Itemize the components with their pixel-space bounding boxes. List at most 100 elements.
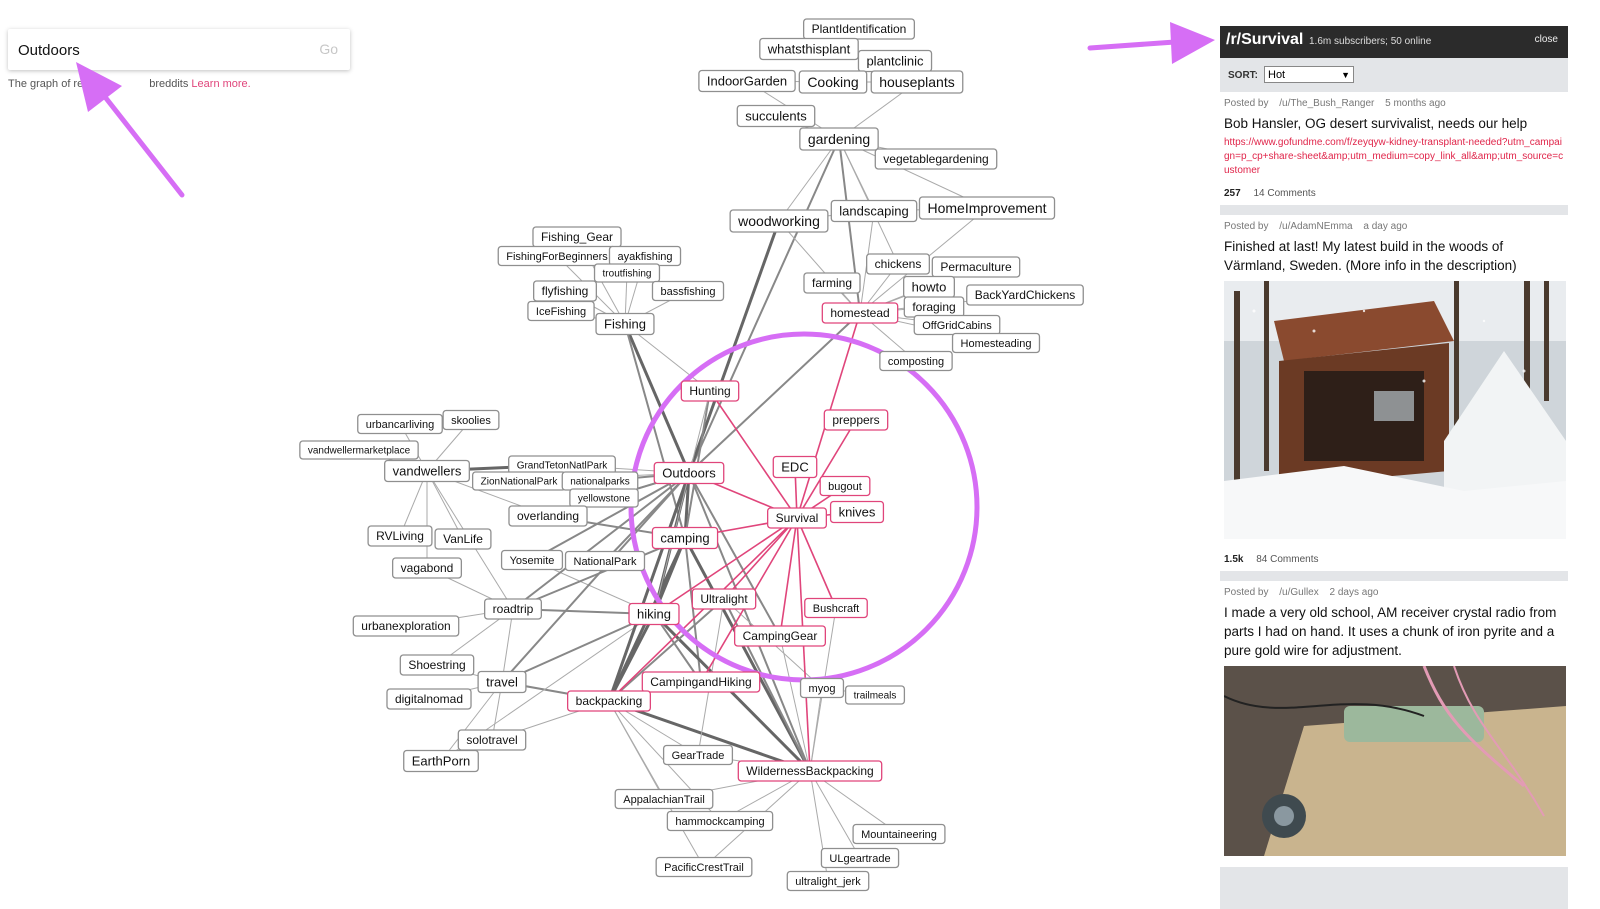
graph-node-box [500,549,564,571]
graph-node-vandwellers[interactable]: vandwellers [384,459,470,483]
graph-node-hammockcamping[interactable]: hammockcamping [666,810,774,832]
graph-node-nationalpark[interactable]: NationalPark [564,550,646,572]
graph-node-plantidentification[interactable]: PlantIdentification [802,18,916,40]
graph-node-survival[interactable]: Survival [767,507,827,529]
graph-node-icefishing[interactable]: IceFishing [527,300,595,322]
graph-node-plantclinic[interactable]: plantclinic [857,49,933,73]
post-card[interactable]: Posted by /u/The_Bush_Ranger 5 months ag… [1220,92,1568,205]
graph-node-urbancarliving[interactable]: urbancarliving [357,413,443,435]
graph-node-bassfishing[interactable]: bassfishing [651,280,725,302]
sort-select[interactable]: Hot ▼ [1264,66,1354,83]
graph-node-zionnationalpark[interactable]: ZionNationalPark [471,471,567,491]
graph-node-bushcraft[interactable]: Bushcraft [804,597,868,619]
post-author[interactable]: /u/The_Bush_Ranger [1279,98,1375,109]
graph-node-overlanding[interactable]: overlanding [508,505,588,527]
graph-node-offgridcabins[interactable]: OffGridCabins [913,314,1001,336]
graph-node-foraging[interactable]: foraging [903,296,965,318]
graph-node-yosemite[interactable]: Yosemite [500,549,564,571]
graph-node-preppers[interactable]: preppers [823,409,889,431]
graph-node-backyardchickens[interactable]: BackYardChickens [966,284,1084,306]
graph-node-rvliving[interactable]: RVLiving [367,525,433,547]
graph-node-composting[interactable]: composting [879,350,953,372]
subreddit-graph[interactable]: PlantIdentificationwhatsthisplantplantcl… [0,0,1215,909]
graph-node-knives[interactable]: knives [829,500,885,524]
graph-node-urbanexploration[interactable]: urbanexploration [352,615,460,637]
graph-node-edc[interactable]: EDC [772,455,818,479]
graph-node-pacificcresttrail[interactable]: PacificCrestTrail [655,856,753,878]
graph-node-earthporn[interactable]: EarthPorn [403,749,479,773]
post-link[interactable]: https://www.gofundme.com/f/zeyqyw-kidney… [1224,137,1564,176]
learn-more-link[interactable]: Learn more. [191,78,251,90]
graph-node-grandtetonnatlpark[interactable]: GrandTetonNatlPark [508,455,616,475]
post-title[interactable]: Finished at last! My latest build in the… [1224,239,1517,273]
graph-node-nationalparks[interactable]: nationalparks [561,471,639,491]
graph-node-landscaping[interactable]: landscaping [830,199,918,223]
graph-node-fishing-gear[interactable]: Fishing_Gear [532,226,622,248]
graph-nodes[interactable]: PlantIdentificationwhatsthisplantplantcl… [299,18,1084,892]
graph-node-gardening[interactable]: gardening [799,127,879,151]
graph-node-fishingforbeginners[interactable]: FishingForBeginners [497,245,617,267]
graph-node-woodworking[interactable]: woodworking [729,209,829,233]
go-button[interactable]: Go [319,41,338,57]
graph-node-label: landscaping [839,204,908,219]
post-card[interactable]: Posted by /u/AdamNEmma a day ago Finishe… [1220,215,1568,571]
graph-node-fishing[interactable]: Fishing [595,312,655,336]
graph-node-trailmeals[interactable]: trailmeals [844,685,906,705]
graph-node-camping[interactable]: camping [651,526,719,550]
graph-node-yellowstone[interactable]: yellowstone [569,488,639,508]
graph-node-shoestring[interactable]: Shoestring [399,654,475,676]
graph-node-homesteading[interactable]: Homesteading [951,332,1041,354]
graph-node-flyfishing[interactable]: flyfishing [533,280,597,302]
graph-node-farming[interactable]: farming [803,272,861,294]
graph-node-homeimprovement[interactable]: HomeImprovement [918,196,1056,220]
graph-node-vagabond[interactable]: vagabond [391,557,463,579]
graph-node-bugout[interactable]: bugout [819,475,871,497]
graph-node-roadtrip[interactable]: roadtrip [484,598,542,620]
graph-node-homestead[interactable]: homestead [821,302,899,324]
graph-node-ultralight-jerk[interactable]: ultralight_jerk [786,870,870,892]
graph-node-indoorgarden[interactable]: IndoorGarden [698,69,796,93]
graph-node-geartrade[interactable]: GearTrade [662,744,734,766]
graph-node-ultralight[interactable]: Ultralight [691,588,757,610]
graph-node-vegetablegardening[interactable]: vegetablegardening [874,148,998,170]
close-button[interactable]: close [1534,34,1558,45]
graph-node-travel[interactable]: travel [477,670,527,694]
graph-node-campingandhiking[interactable]: CampingandHiking [641,671,761,693]
graph-node-ayakfishing[interactable]: ayakfishing [608,245,682,267]
graph-node-box [866,253,930,275]
graph-node-vanlife[interactable]: VanLife [434,528,492,550]
graph-node-hiking[interactable]: hiking [628,602,680,626]
post-author[interactable]: /u/Gullex [1279,587,1319,598]
graph-node-skoolies[interactable]: skoolies [442,409,500,431]
post-comments-link[interactable]: 14 Comments [1253,188,1316,199]
graph-node-wildernessbackpacking[interactable]: WildernessBackpacking [737,760,883,782]
post-image-radio[interactable] [1223,665,1566,856]
post-card[interactable]: Posted by /u/Gullex 2 days ago I made a … [1220,581,1568,867]
graph-node-troutfishing[interactable]: troutfishing [593,263,661,283]
graph-node-campinggear[interactable]: CampingGear [733,625,827,647]
graph-node-howto[interactable]: howto [903,275,955,299]
graph-node-ulgeartrade[interactable]: ULgeartrade [820,847,900,869]
post-title[interactable]: Bob Hansler, OG desert survivalist, need… [1224,116,1528,131]
graph-node-appalachiantrail[interactable]: AppalachianTrail [614,788,714,810]
graph-node-mountaineering[interactable]: Mountaineering [852,823,946,845]
graph-node-permaculture[interactable]: Permaculture [931,256,1021,278]
post-author[interactable]: /u/AdamNEmma [1279,221,1353,232]
post-title[interactable]: I made a very old school, AM receiver cr… [1224,605,1557,658]
graph-node-whatsthisplant[interactable]: whatsthisplant [759,37,859,61]
graph-node-digitalnomad[interactable]: digitalnomad [386,688,472,710]
graph-node-houseplants[interactable]: houseplants [870,70,964,94]
graph-node-outdoors[interactable]: Outdoors [653,461,725,485]
graph-node-myog[interactable]: myog [799,677,845,699]
graph-node-vandwellermarketplace[interactable]: vandwellermarketplace [299,440,419,460]
graph-node-chickens[interactable]: chickens [866,253,930,275]
panel-title[interactable]: /r/Survival [1226,31,1304,48]
graph-node-cooking[interactable]: Cooking [798,70,868,94]
graph-node-solotravel[interactable]: solotravel [457,729,527,751]
search-input[interactable] [16,36,310,64]
graph-node-succulents[interactable]: succulents [736,104,816,128]
post-image-cabin[interactable] [1224,281,1566,539]
graph-node-backpacking[interactable]: backpacking [566,690,652,712]
graph-node-hunting[interactable]: Hunting [680,380,740,402]
post-comments-link[interactable]: 84 Comments [1256,554,1319,565]
